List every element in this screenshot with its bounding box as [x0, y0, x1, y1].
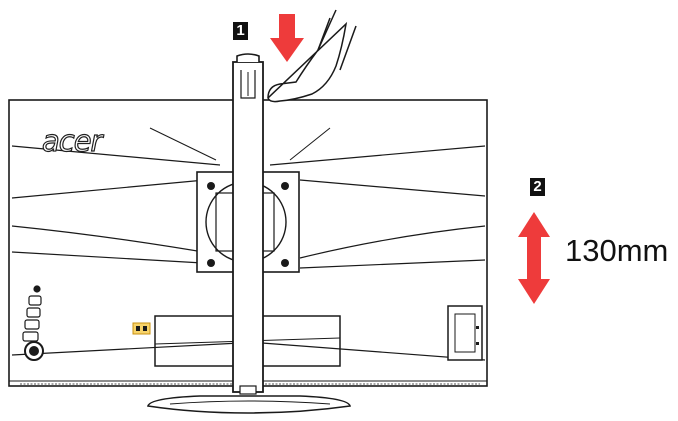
- port-panel: [447, 305, 483, 361]
- up-down-arrow-icon: [518, 212, 550, 304]
- hand-icon: [267, 9, 357, 103]
- lock-slot-icon: [132, 322, 151, 335]
- brand-logo: acer: [41, 123, 103, 158]
- step-2-badge: 2: [530, 178, 545, 196]
- osd-buttons-icon: [22, 285, 42, 342]
- push-down-arrow-icon: [270, 14, 304, 62]
- step-1-badge: 1: [233, 22, 248, 40]
- stand-column: [232, 53, 264, 395]
- height-range-label: 130mm: [565, 233, 669, 268]
- power-button-icon: [24, 341, 44, 361]
- stand-base: [147, 395, 351, 414]
